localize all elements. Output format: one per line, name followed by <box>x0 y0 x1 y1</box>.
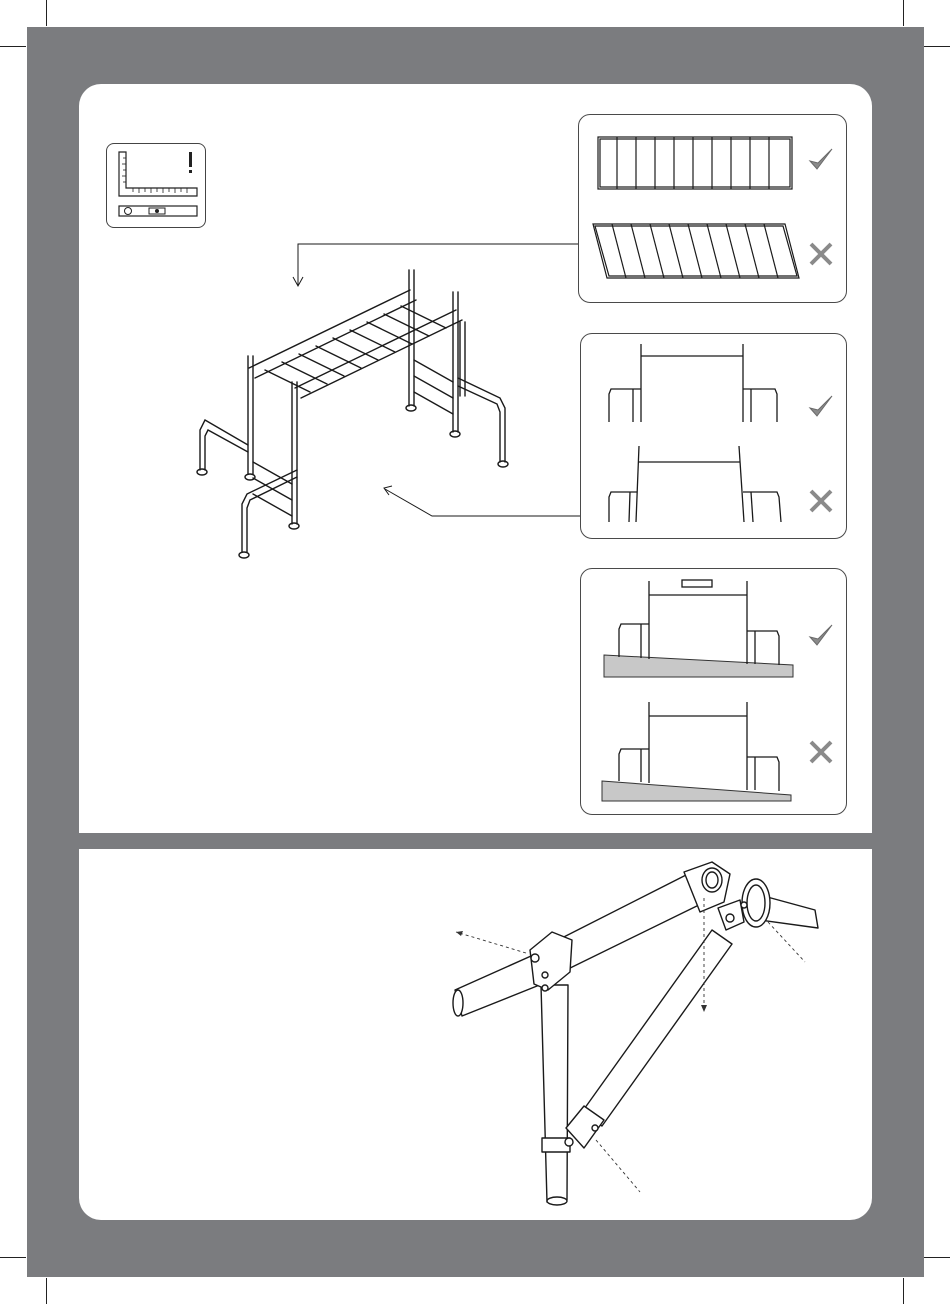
crop-mark <box>903 1278 904 1304</box>
crop-mark <box>924 46 950 47</box>
tool-card <box>106 143 206 228</box>
check-mark-icon <box>806 145 836 175</box>
bottom-instruction-panel <box>79 849 872 1220</box>
crop-mark <box>0 1257 26 1258</box>
frame-top-view-diagram <box>579 115 846 302</box>
ground-level-view-diagram <box>581 569 846 814</box>
crop-mark <box>46 0 47 26</box>
check-mark-icon <box>806 392 836 422</box>
crop-mark <box>924 1257 950 1258</box>
frame-front-view-callout <box>580 333 847 539</box>
check-mark-icon <box>806 621 836 651</box>
ground-level-view-callout <box>580 568 847 815</box>
frame-top-view-callout <box>578 114 847 303</box>
square-ruler-icon <box>107 144 205 227</box>
cross-mark-icon <box>806 239 836 269</box>
cross-mark-icon <box>806 737 836 767</box>
crop-mark <box>46 1278 47 1304</box>
cross-mark-icon <box>806 486 836 516</box>
crop-mark <box>0 46 26 47</box>
crop-mark <box>903 0 904 26</box>
